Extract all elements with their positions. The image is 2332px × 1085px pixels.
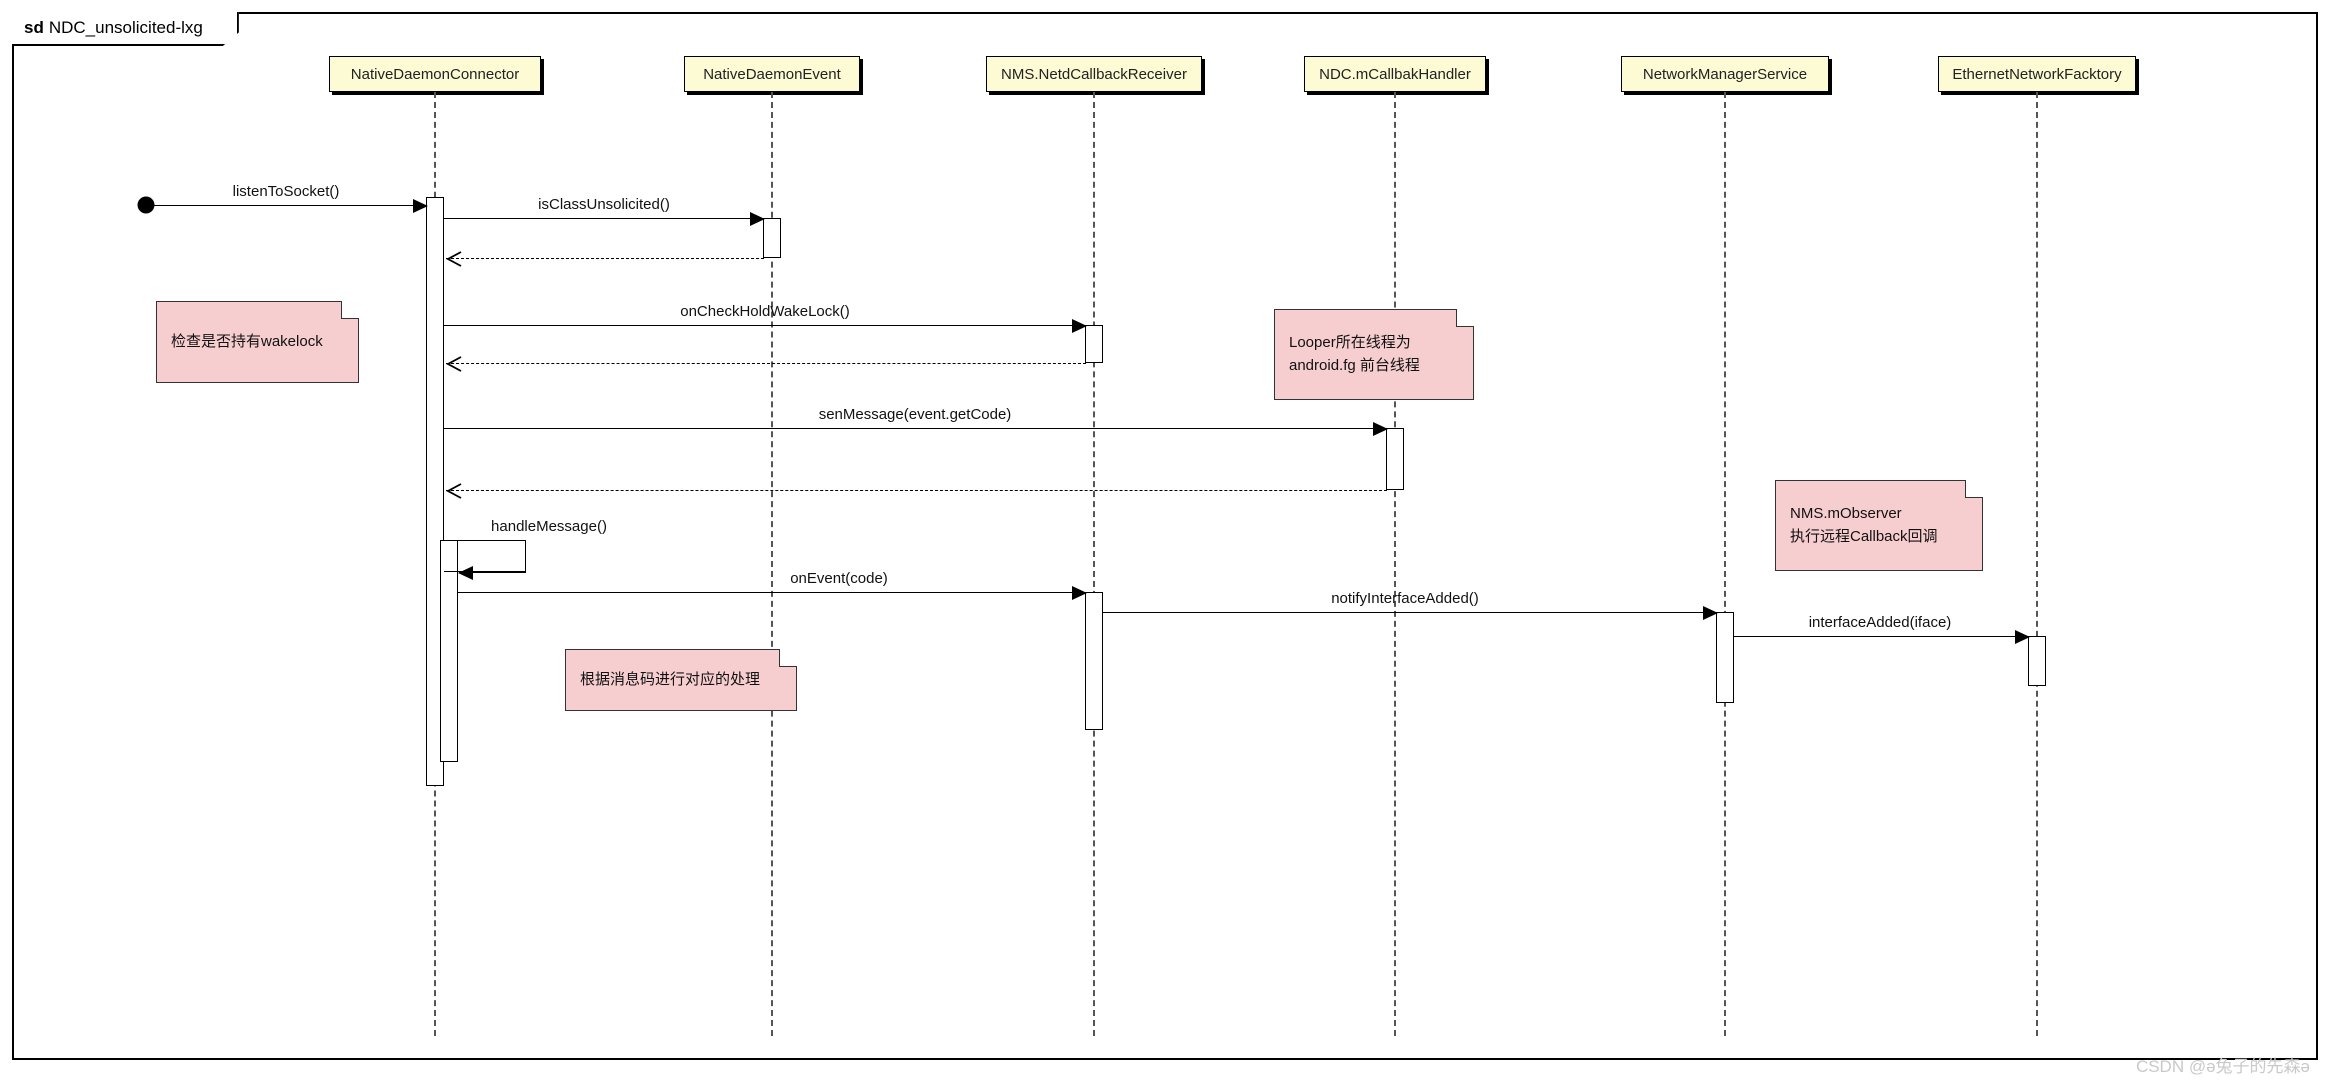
frame-title-text: NDC_unsolicited-lxg: [48, 18, 203, 37]
message-label-interface-added: interfaceAdded(iface): [1808, 614, 1952, 631]
message-line-sen-message[interactable]: [444, 422, 1388, 436]
lifeline-head-native-daemon-event[interactable]: NativeDaemonEvent: [684, 56, 860, 92]
arrow-head-icon: [1703, 606, 1718, 620]
activation-native-daemon-event: [763, 218, 781, 258]
note-text: NMS.mObserver 执行远程Callback回调: [1790, 505, 1938, 545]
lifeline-head-ethernet-network-facktory[interactable]: EthernetNetworkFacktory: [1938, 56, 2136, 92]
message-line-return-sen-message[interactable]: [446, 483, 1387, 499]
message-label-is-class-unsolicited: isClassUnsolicited(): [538, 196, 670, 213]
message-label-notify-interface-added: notifyInterfaceAdded(): [1331, 590, 1479, 607]
self-message-handle-message[interactable]: [444, 540, 526, 572]
lifeline-line-native-daemon-event: [771, 92, 773, 1036]
arrow-head-icon: [413, 199, 428, 213]
message-label-listen-to-socket: listenToSocket(): [232, 183, 340, 200]
arrow-open-head-icon: [446, 356, 462, 372]
note-nms-mobserver: NMS.mObserver 执行远程Callback回调: [1775, 480, 1983, 571]
message-label-handle-message: handleMessage(): [491, 518, 607, 535]
arrow-head-icon: [1072, 319, 1087, 333]
note-fold-corner-icon: [1456, 309, 1474, 327]
lifeline-head-nms-netd-callback-receiver[interactable]: NMS.NetdCallbackReceiver: [986, 56, 1202, 92]
activation-nms-netd-callback-receiver-onevent: [1085, 592, 1103, 730]
note-check-wakelock: 检查是否持有wakelock: [156, 301, 359, 383]
lifeline-line-ethernet-network-facktory: [2036, 92, 2038, 1036]
lifeline-line-nms-netd-callback-receiver: [1093, 92, 1095, 1036]
sequence-frame: [12, 12, 2318, 1060]
lifeline-label: NMS.NetdCallbackReceiver: [1001, 65, 1187, 83]
message-label-sen-message: senMessage(event.getCode): [818, 406, 1012, 423]
lifeline-line-network-manager-service: [1724, 92, 1726, 1036]
lifeline-line-ndc-mcallbak-handler: [1394, 92, 1396, 1036]
activation-nms-netd-callback-receiver-wakelock: [1085, 325, 1103, 363]
note-handle-by-message-code: 根据消息码进行对应的处理: [565, 649, 797, 711]
message-line-return-is-class-unsolicited[interactable]: [446, 251, 764, 267]
note-text: 检查是否持有wakelock: [171, 332, 323, 350]
arrow-head-icon: [1072, 586, 1087, 600]
note-text: 根据消息码进行对应的处理: [580, 670, 761, 688]
activation-network-manager-service: [1716, 612, 1734, 703]
message-line-listen-to-socket[interactable]: [146, 199, 428, 213]
lifeline-label: NetworkManagerService: [1642, 65, 1808, 83]
self-message-return-handle-message: [458, 566, 526, 580]
message-label-on-event: onEvent(code): [790, 570, 888, 587]
note-fold-corner-icon: [1965, 480, 1983, 498]
lifeline-head-network-manager-service[interactable]: NetworkManagerService: [1621, 56, 1829, 92]
arrow-head-icon: [750, 212, 765, 226]
arrow-open-head-icon: [446, 483, 462, 499]
frame-kind-keyword: sd: [24, 18, 44, 37]
activation-ethernet-network-facktory: [2028, 636, 2046, 686]
csdn-watermark: CSDN @ə兔子的先森ə: [2135, 1057, 2310, 1076]
arrow-head-icon: [1373, 422, 1388, 436]
activation-native-daemon-connector: [426, 197, 444, 786]
arrow-head-icon: [458, 566, 473, 580]
lifeline-label: EthernetNetworkFacktory: [1952, 65, 2122, 83]
message-line-notify-interface-added[interactable]: [1103, 606, 1718, 620]
lifeline-label: NativeDaemonConnector: [350, 65, 520, 83]
activation-ndc-mcallbak-handler: [1386, 428, 1404, 490]
lifeline-head-ndc-mcallbak-handler[interactable]: NDC.mCallbakHandler: [1304, 56, 1486, 92]
note-fold-corner-icon: [779, 649, 797, 667]
message-line-return-on-check-hold-wake-lock[interactable]: [446, 356, 1086, 372]
note-looper-thread: Looper所在线程为 android.fg 前台线程: [1274, 309, 1474, 400]
message-line-is-class-unsolicited[interactable]: [444, 212, 765, 226]
lifeline-label: NDC.mCallbakHandler: [1319, 65, 1471, 83]
frame-title-tab: sd NDC_unsolicited-lxg: [12, 12, 239, 46]
message-label-on-check-hold-wake-lock: onCheckHoldWakeLock(): [680, 303, 850, 320]
message-line-interface-added[interactable]: [1734, 630, 2030, 644]
arrow-open-head-icon: [446, 251, 462, 267]
activation-native-daemon-connector-nested: [440, 540, 458, 762]
lifeline-head-native-daemon-connector[interactable]: NativeDaemonConnector: [329, 56, 541, 92]
message-line-on-check-hold-wake-lock[interactable]: [444, 319, 1087, 333]
note-text: Looper所在线程为 android.fg 前台线程: [1289, 334, 1420, 374]
message-line-on-event[interactable]: [458, 586, 1087, 600]
lifeline-label: NativeDaemonEvent: [703, 65, 841, 83]
note-fold-corner-icon: [341, 301, 359, 319]
arrow-head-icon: [2015, 630, 2030, 644]
